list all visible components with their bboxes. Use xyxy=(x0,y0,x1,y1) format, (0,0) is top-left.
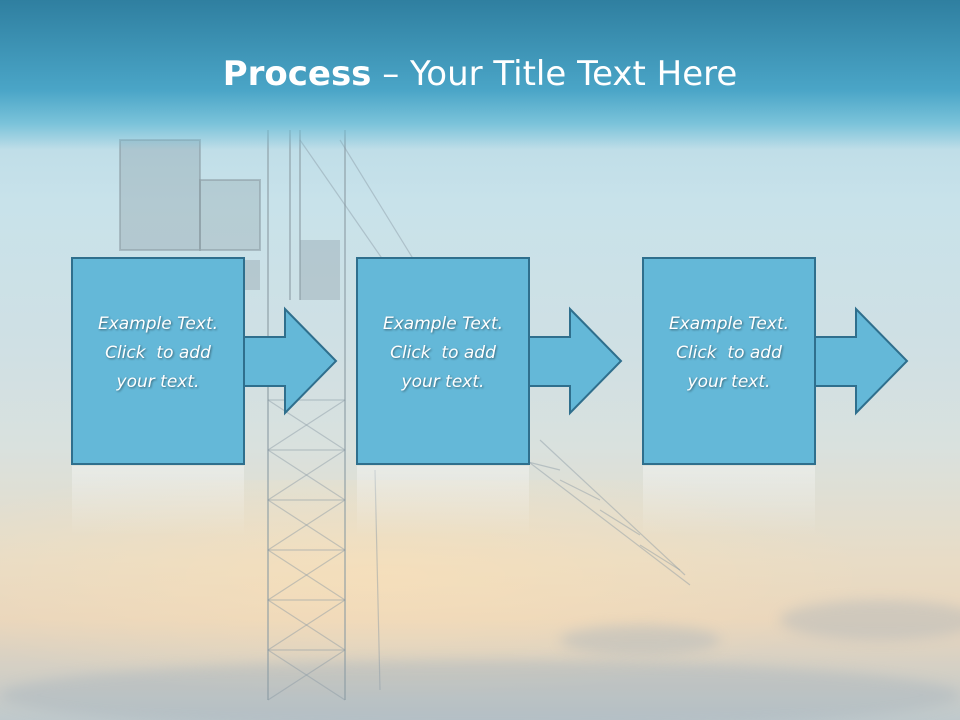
step-text-line: Click to add xyxy=(676,343,782,363)
process-arrow-2 xyxy=(527,306,623,416)
process-step-2-text[interactable]: Example Text. Click to add your text. xyxy=(357,310,529,397)
process-box-1-reflection xyxy=(72,466,244,536)
cloud xyxy=(780,600,960,640)
title-band xyxy=(0,0,960,150)
process-box-2 xyxy=(356,257,530,465)
process-box-2-reflection xyxy=(357,466,529,536)
process-box-3-reflection xyxy=(643,466,815,536)
process-step-3-text[interactable]: Example Text. Click to add your text. xyxy=(643,310,815,397)
process-box-3 xyxy=(642,257,816,465)
process-step-2[interactable] xyxy=(356,257,623,536)
step-text-line: your text. xyxy=(687,372,771,392)
title-bold-part: Process xyxy=(222,54,372,94)
title-rest-part: – Your Title Text Here xyxy=(371,54,738,94)
slide-title[interactable]: Process – Your Title Text Here xyxy=(0,52,960,96)
step-text-line: Example Text. xyxy=(668,314,790,334)
cloud xyxy=(0,660,960,720)
step-text-line: Example Text. xyxy=(97,314,219,334)
step-text-line: Example Text. xyxy=(382,314,504,334)
process-box-1 xyxy=(71,257,245,465)
step-text-line: Click to add xyxy=(105,343,211,363)
process-step-1-text[interactable]: Example Text. Click to add your text. xyxy=(72,310,244,397)
process-step-3[interactable] xyxy=(642,257,909,536)
step-text-line: your text. xyxy=(116,372,200,392)
process-arrow-1 xyxy=(242,306,338,416)
step-text-line: your text. xyxy=(401,372,485,392)
cloud xyxy=(560,625,720,655)
process-arrow-3 xyxy=(813,306,909,416)
step-text-line: Click to add xyxy=(390,343,496,363)
process-step-1[interactable] xyxy=(71,257,338,536)
